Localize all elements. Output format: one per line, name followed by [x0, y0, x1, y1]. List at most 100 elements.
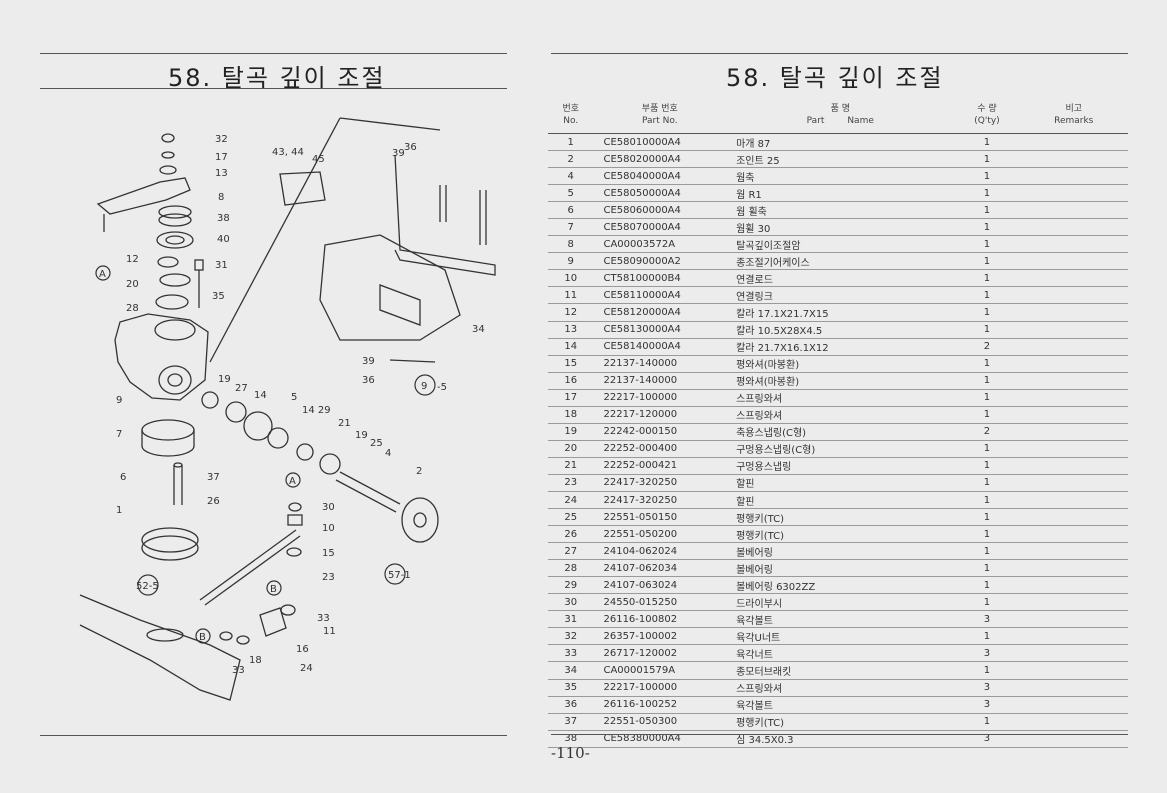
callout-label: 19 — [355, 430, 368, 441]
cell-part-no: 26357-100002 — [593, 627, 727, 646]
callout-label: 43, 44 — [272, 147, 304, 158]
cell-remarks — [1019, 303, 1128, 322]
cell-qty: 3 — [954, 730, 1020, 748]
cell-part-no: CA00001579A — [593, 661, 727, 680]
cell-qty: 1 — [954, 474, 1020, 492]
cell-qty: 1 — [954, 252, 1020, 271]
callout-label: 27 — [235, 383, 248, 394]
cell-part-no: 24107-062034 — [593, 559, 727, 578]
cell-part-name: 심 34.5X0.3 — [726, 730, 955, 748]
cell-part-name: 드라이부시 — [726, 593, 955, 612]
cell-part-name: 육각볼트 — [726, 610, 955, 629]
callout-label: 10 — [322, 523, 335, 534]
callout-label: 24 — [300, 663, 313, 674]
cell-part-no: 22137-140000 — [593, 372, 727, 390]
cell-remarks — [1019, 610, 1128, 629]
callout-label: 14 29 — [302, 405, 331, 416]
cell-part-name: 종모터브래킷 — [726, 661, 955, 680]
header-part-name: 품 명 Part Name — [726, 93, 955, 134]
cell-qty: 1 — [954, 235, 1020, 254]
cell-qty: 1 — [954, 627, 1020, 646]
cell-part-name: 평행키(TC) — [726, 713, 955, 731]
cell-no: 30 — [548, 593, 594, 612]
cell-no: 7 — [548, 218, 594, 237]
cell-remarks — [1019, 679, 1128, 697]
callout-label: 14 — [254, 390, 267, 401]
cell-no: 16 — [548, 372, 594, 390]
part-cap — [141, 527, 199, 553]
cell-part-no: CE58110000A4 — [593, 286, 727, 305]
cell-qty: 1 — [954, 508, 1020, 527]
callout-label: 38 — [217, 213, 230, 224]
cell-qty: 1 — [954, 389, 1020, 407]
cell-part-name: 평행키(TC) — [726, 525, 955, 544]
cell-part-no: 22217-120000 — [593, 406, 727, 424]
cell-no: 33 — [548, 644, 594, 663]
cell-qty: 3 — [954, 644, 1020, 663]
cell-part-name: 스프링와셔 — [726, 406, 955, 424]
callout-label: 36 — [404, 142, 417, 153]
cell-remarks — [1019, 440, 1128, 458]
cell-remarks — [1019, 355, 1128, 373]
cell-no: 14 — [548, 338, 594, 356]
cell-no: 10 — [548, 269, 594, 288]
cell-no: 36 — [548, 696, 594, 714]
callout-label: B — [199, 632, 206, 643]
cell-qty: 1 — [954, 372, 1020, 390]
part-flange — [401, 497, 439, 543]
part-arm — [96, 177, 191, 215]
right-title-top-rule — [551, 53, 1128, 54]
cell-part-name: 육각너트 — [726, 644, 955, 663]
cell-part-no: 22551-050150 — [593, 508, 727, 527]
part-housing — [319, 234, 461, 341]
cell-no: 11 — [548, 286, 594, 305]
cell-part-name: 조인트 25 — [726, 150, 955, 169]
cell-remarks — [1019, 406, 1128, 424]
cell-part-name: 칼라 17.1X21.7X15 — [726, 303, 955, 322]
part-washer — [161, 151, 175, 159]
callout-label: 9 — [421, 381, 427, 392]
cell-remarks — [1019, 201, 1128, 220]
cell-no: 15 — [548, 355, 594, 373]
callout-label: 1 — [116, 505, 122, 516]
callout-label: A — [289, 476, 296, 487]
part-worm-wheel — [141, 419, 195, 441]
callout-label: 36 — [362, 375, 375, 386]
cell-remarks — [1019, 559, 1128, 578]
callout-label: 16 — [296, 644, 309, 655]
callout-label: 33 — [232, 665, 245, 676]
cell-no: 18 — [548, 406, 594, 424]
callout-label: 33 — [317, 613, 330, 624]
callout-label: 25 — [370, 438, 383, 449]
cell-part-no: CE58020000A4 — [593, 150, 727, 169]
callout-label: 6 — [120, 472, 126, 483]
cell-part-no: 26116-100252 — [593, 696, 727, 714]
cell-part-name: 웜 R1 — [726, 184, 955, 203]
parts-list-title: 58. 탈곡 깊이 조절 — [726, 64, 944, 92]
cell-part-no: 24107-063024 — [593, 576, 727, 595]
cell-remarks — [1019, 167, 1128, 186]
callout-label: 2 — [416, 466, 422, 477]
cell-qty: 1 — [954, 491, 1020, 510]
cell-part-no: 22417-320250 — [593, 491, 727, 510]
cell-no: 32 — [548, 627, 594, 646]
cell-part-name: 평행키(TC) — [726, 508, 955, 527]
cell-no: 23 — [548, 474, 594, 492]
cell-no: 25 — [548, 508, 594, 527]
cell-part-name: 평와셔(마봉환) — [726, 355, 955, 373]
callout-label: 31 — [215, 260, 228, 271]
cell-qty: 1 — [954, 713, 1020, 731]
cell-no: 27 — [548, 542, 594, 561]
cell-part-no: CE58380000A4 — [593, 730, 727, 748]
